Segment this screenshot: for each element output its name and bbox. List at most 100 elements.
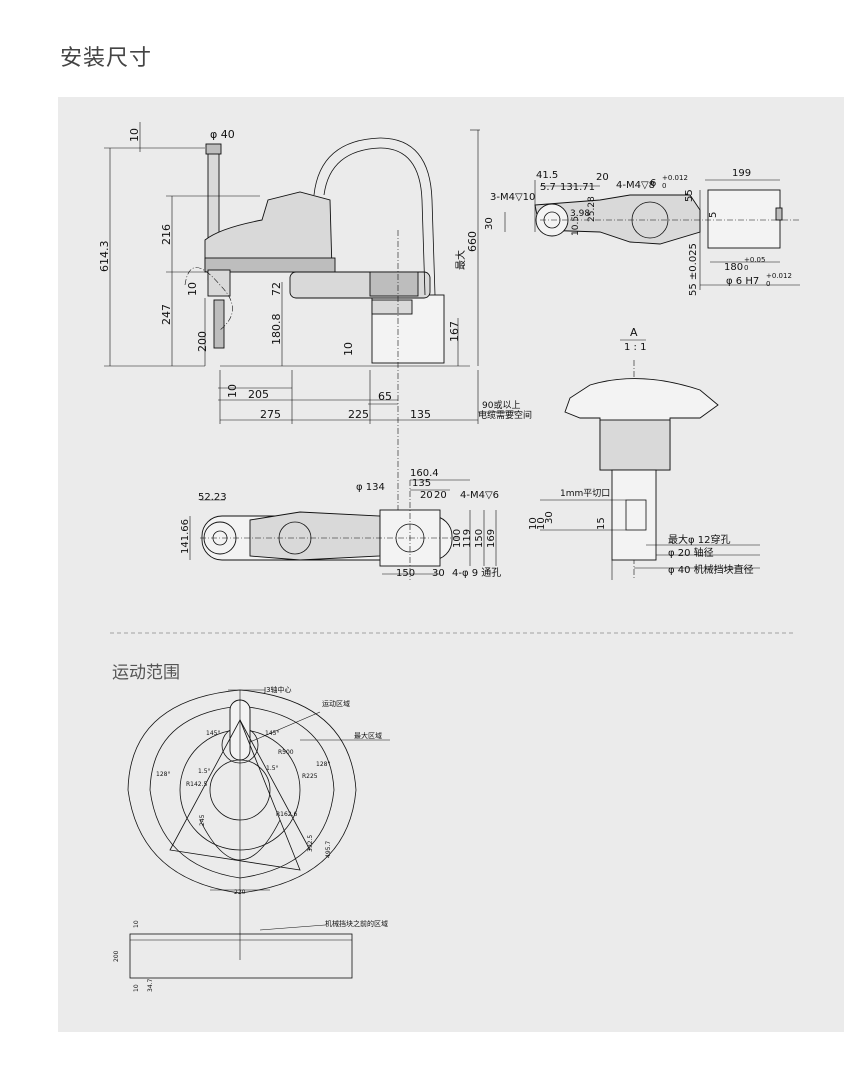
svg-text:4-M4▽8: 4-M4▽8 — [616, 180, 655, 191]
svg-text:R225: R225 — [302, 773, 318, 780]
svg-text:+0.012: +0.012 — [662, 174, 688, 182]
svg-text:10: 10 — [528, 517, 539, 530]
svg-text:3-M4▽10: 3-M4▽10 — [490, 192, 535, 203]
dim-65: 65 — [378, 390, 392, 403]
svg-text:100: 100 — [452, 529, 463, 548]
svg-text:+0.05: +0.05 — [744, 256, 765, 264]
svg-text:5.7: 5.7 — [540, 182, 556, 193]
dim-205: 205 — [248, 388, 269, 401]
svg-text:φ 134: φ 134 — [356, 482, 385, 493]
page-title: 安装尺寸 — [60, 46, 153, 71]
svg-text:10: 10 — [536, 517, 547, 530]
svg-text:135: 135 — [412, 478, 431, 489]
dim-216: 216 — [160, 224, 173, 245]
max-label: 最大 — [454, 250, 467, 270]
svg-text:4-φ 9 通孔: 4-φ 9 通孔 — [452, 567, 501, 579]
cable-note-1: 90或以上 — [482, 399, 520, 411]
svg-text:495.7: 495.7 — [325, 841, 332, 858]
svg-text:160.4: 160.4 — [410, 468, 439, 479]
arm2-housing — [204, 191, 333, 271]
svg-text:R500: R500 — [278, 749, 294, 756]
motion-range-title: 运动范围 — [112, 663, 180, 683]
detail-a: A 1 : 1 1mm平切口 10 10 30 15 最大φ 12穿孔 φ 20… — [528, 326, 760, 580]
svg-text:1mm平切口: 1mm平切口 — [560, 488, 610, 499]
dim-10-base: 10 — [342, 342, 355, 356]
dim-225: 225 — [348, 408, 369, 421]
detail-a-scale: 1 : 1 — [624, 342, 646, 353]
plan-view: φ 134 160.4 135 52.23 20 20 4-M4▽6 141.6… — [180, 468, 501, 580]
dim-614: 614.3 — [98, 241, 111, 273]
dim-10-top: 10 — [128, 128, 141, 142]
motion-area-label: 运动区域 — [322, 699, 350, 708]
drawing-panel: 10 φ 40 216 614.3 660 最大 72 10 247 200 1… — [58, 97, 844, 1032]
svg-text:3.98: 3.98 — [570, 209, 590, 219]
side-view: 10 φ 40 216 614.3 660 最大 72 10 247 200 1… — [98, 122, 532, 520]
svg-text:φ 6 H7: φ 6 H7 — [726, 276, 759, 287]
svg-text:55: 55 — [684, 189, 695, 202]
note-shaft-dia: φ 20 轴径 — [668, 546, 714, 559]
flange-view: 41.5 5.7 131.71 20 3-M4▽10 4-M4▽8 6 +0.0… — [484, 168, 800, 296]
svg-text:R142.5: R142.5 — [186, 781, 208, 788]
note-stopper-dia: φ 40 机械挡块直径 — [668, 563, 754, 576]
svg-text:169: 169 — [486, 529, 497, 548]
svg-text:200: 200 — [113, 950, 120, 962]
svg-text:0: 0 — [662, 182, 666, 190]
svg-text:10: 10 — [133, 984, 140, 992]
svg-text:R162.6: R162.6 — [276, 811, 298, 818]
note-max-hole: 最大φ 12穿孔 — [668, 533, 731, 546]
svg-text:30: 30 — [432, 568, 445, 579]
svg-text:10.5: 10.5 — [571, 216, 581, 236]
svg-text:55 ±0.025: 55 ±0.025 — [688, 243, 699, 296]
svg-text:15: 15 — [596, 517, 607, 530]
svg-text:5: 5 — [708, 212, 719, 218]
dim-200: 200 — [196, 331, 209, 352]
svg-text:4-M4▽6: 4-M4▽6 — [460, 490, 499, 501]
svg-text:25.28: 25.28 — [587, 196, 597, 222]
svg-text:10: 10 — [133, 920, 140, 928]
cable-note-2: 电缆需要空间 — [478, 409, 532, 421]
dim-167: 167 — [448, 321, 461, 342]
svg-text:20: 20 — [420, 490, 433, 501]
svg-text:128°: 128° — [156, 771, 170, 778]
svg-text:41.5: 41.5 — [536, 170, 558, 181]
max-area-label: 最大区域 — [354, 731, 382, 740]
dim-247: 247 — [160, 304, 173, 325]
dim-10-bottom: 10 — [226, 384, 239, 398]
svg-text:392.5: 392.5 — [307, 835, 314, 852]
svg-text:145°: 145° — [206, 730, 220, 737]
svg-text:+0.012: +0.012 — [766, 272, 792, 280]
svg-text:199: 199 — [732, 168, 751, 179]
svg-text:20: 20 — [596, 172, 609, 183]
svg-text:30: 30 — [544, 511, 555, 524]
dim-660: 660 — [466, 231, 479, 252]
motion-range-diagram: J3轴中心 运动区域 最大区域 机械挡块之前的区域 145° 145° 128°… — [113, 685, 390, 992]
svg-text:180: 180 — [724, 262, 743, 273]
svg-text:150: 150 — [396, 568, 415, 579]
svg-text:0: 0 — [744, 264, 748, 272]
svg-text:245: 245 — [199, 814, 206, 826]
svg-text:141.66: 141.66 — [180, 519, 191, 554]
technical-drawing: 10 φ 40 216 614.3 660 最大 72 10 247 200 1… — [98, 122, 800, 992]
svg-text:52.23: 52.23 — [198, 492, 227, 503]
svg-text:1.5°: 1.5° — [266, 765, 279, 772]
dim-10-mid: 10 — [186, 282, 199, 296]
svg-text:6: 6 — [650, 178, 656, 189]
dim-72: 72 — [270, 282, 283, 296]
svg-text:30: 30 — [484, 217, 495, 230]
svg-text:1.5°: 1.5° — [198, 768, 211, 775]
dim-135: 135 — [410, 408, 431, 421]
dim-180-8: 180.8 — [270, 314, 283, 346]
svg-text:20: 20 — [434, 490, 447, 501]
before-stopper-label: 机械挡块之前的区域 — [325, 919, 388, 928]
svg-text:145°: 145° — [265, 730, 279, 737]
svg-text:128°: 128° — [316, 761, 330, 768]
j3-center-label: J3轴中心 — [263, 685, 292, 694]
svg-text:119: 119 — [462, 529, 473, 548]
dim-275: 275 — [260, 408, 281, 421]
detail-a-title: A — [630, 326, 638, 339]
svg-text:0: 0 — [766, 280, 770, 288]
svg-text:150: 150 — [474, 529, 485, 548]
svg-text:131.71: 131.71 — [560, 182, 595, 193]
svg-text:34.7: 34.7 — [147, 978, 154, 992]
svg-text:220: 220 — [234, 889, 246, 896]
